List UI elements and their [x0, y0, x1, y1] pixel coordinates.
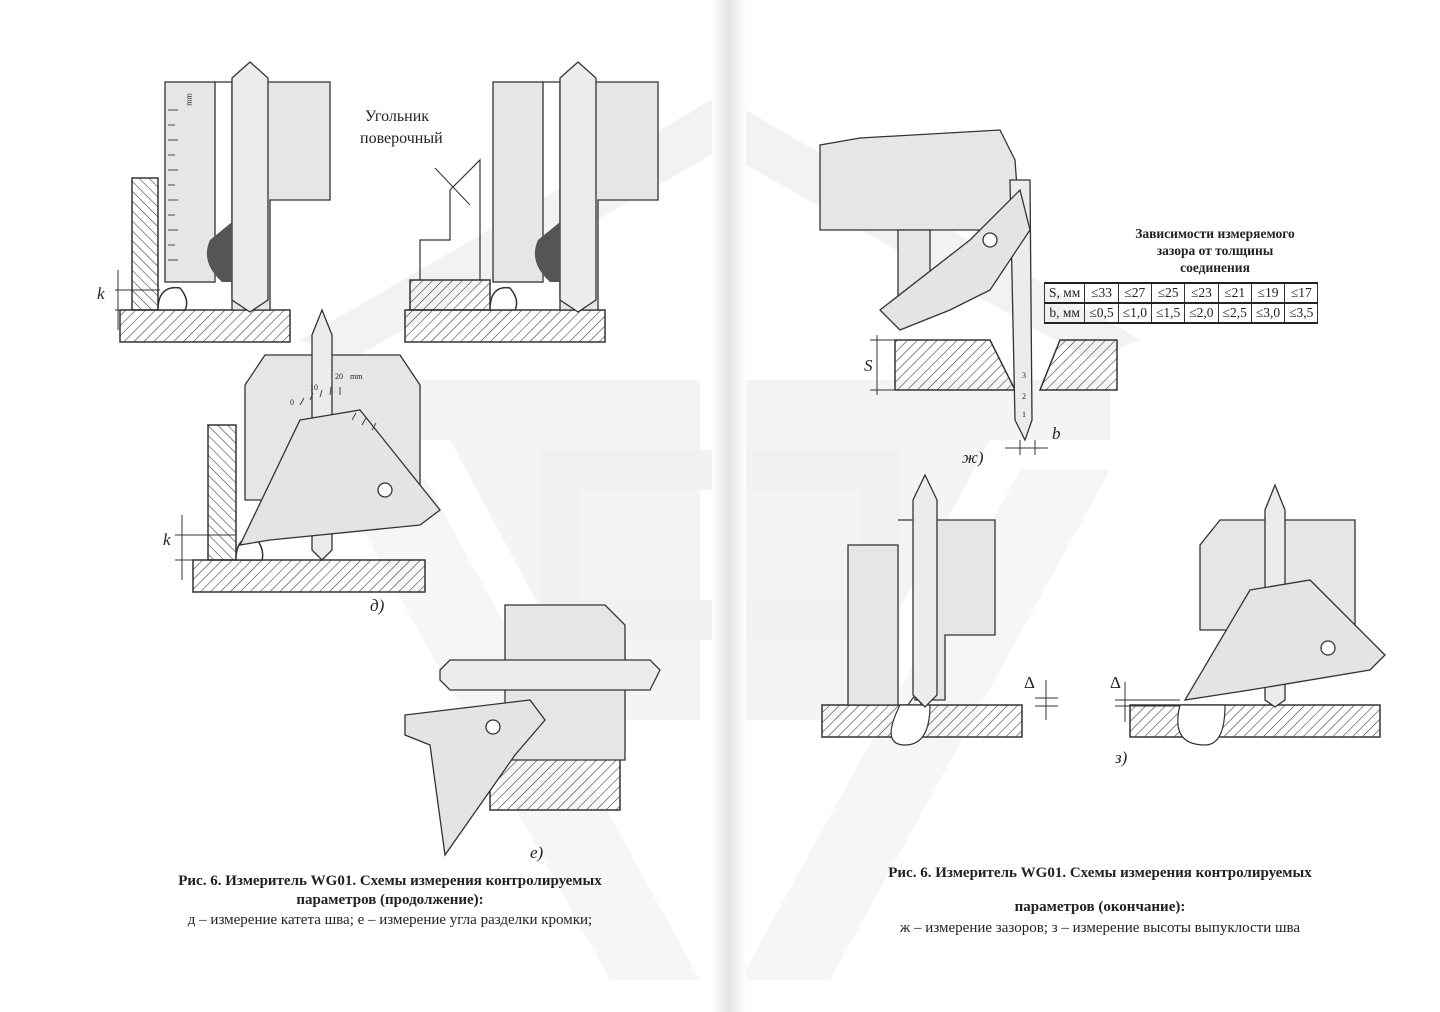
s-label: S [864, 356, 873, 375]
page-fold [712, 0, 746, 1012]
table-cell: ≤2,0 [1184, 302, 1219, 324]
figure-e-label: е) [530, 843, 544, 862]
figure-z-label: з) [1115, 748, 1128, 767]
scale-tick-20: 20 [335, 372, 343, 381]
left-caption-line1: Рис. 6. Измеритель WG01. Схемы измерения… [178, 873, 602, 889]
table-row: S, мм ≤33 ≤27 ≤25 ≤23 ≤21 ≤19 ≤17 [1043, 282, 1319, 304]
figure-d2-gauge [404, 61, 659, 343]
left-caption-subtitle: д – измерение катета шва; е – измерение … [187, 912, 593, 928]
figure-e-angle-gauge [404, 604, 661, 857]
figure-zh-gap-gauge [819, 129, 1118, 455]
table-cell: ≤23 [1184, 282, 1219, 304]
row-s-header: S, мм [1043, 282, 1086, 304]
b-label: b [1052, 424, 1061, 443]
k-label-1: k [97, 284, 105, 303]
table-cell: ≤1,0 [1117, 302, 1152, 324]
left-caption-title: Рис. 6. Измеритель WG01. Схемы измерения… [90, 872, 690, 910]
table-row: b, мм ≤0,5 ≤1,0 ≤1,5 ≤2,0 ≤2,5 ≤3,0 ≤3,5 [1043, 302, 1319, 324]
table-title-line3: соединения [1180, 260, 1250, 275]
wedge-tick-1: 1 [1022, 410, 1026, 419]
right-caption-line2: параметров (окончание): [1014, 899, 1186, 915]
table-cell: ≤33 [1084, 282, 1119, 304]
table-cell: ≤3,0 [1250, 302, 1286, 324]
dependency-table: S, мм ≤33 ≤27 ≤25 ≤23 ≤21 ≤19 ≤17 b, мм … [1043, 282, 1319, 324]
left-caption-line2: параметров (продолжение): [296, 892, 484, 908]
scale-tick-10: 10 [310, 383, 318, 392]
right-caption-title: Рис. 6. Измеритель WG01. Схемы измерения… [795, 856, 1405, 924]
table-cell: ≤27 [1117, 282, 1152, 304]
right-caption-line1: Рис. 6. Измеритель WG01. Схемы измерения… [888, 865, 1312, 881]
row-b-header: b, мм [1043, 302, 1086, 324]
table-title: Зависимости измеряемого зазора от толщин… [1080, 225, 1350, 276]
wedge-tick-2: 2 [1022, 392, 1026, 401]
figure-d1-gauge [115, 61, 331, 343]
scale-tick-0: 0 [290, 398, 294, 407]
figure-z1-height-gauge [821, 473, 1058, 746]
delta-label-1: Δ [1024, 673, 1035, 692]
scale-unit-mm-2: mm [350, 372, 363, 381]
figure-z2-height-gauge [1115, 483, 1386, 746]
table-cell: ≤1,5 [1150, 302, 1186, 324]
table-cell: ≤17 [1284, 282, 1319, 304]
table-title-line2: зазора от толщины [1156, 243, 1274, 258]
wedge-tick-3: 3 [1022, 371, 1026, 380]
ugolnik-label-line1: Угольник [365, 108, 430, 125]
scale-unit-mm: mm [184, 93, 194, 106]
figure-d-label: д) [370, 596, 385, 615]
table-cell: ≤2,5 [1217, 302, 1252, 324]
table-cell: ≤3,5 [1284, 302, 1319, 324]
table-cell: ≤19 [1250, 282, 1286, 304]
figure-zh-label: ж) [962, 448, 984, 467]
right-caption-subtitle: ж – измерение зазоров; з – измерение выс… [899, 920, 1301, 936]
table-title-line1: Зависимости измеряемого [1135, 226, 1295, 241]
ugolnik-label-line2: поверочный [360, 130, 443, 147]
delta-label-2: Δ [1110, 673, 1121, 692]
figure-d-angle-gauge [175, 308, 441, 593]
table-cell: ≤0,5 [1084, 302, 1119, 324]
table-cell: ≤25 [1150, 282, 1186, 304]
k-label-2: k [163, 530, 171, 549]
table-cell: ≤21 [1217, 282, 1252, 304]
